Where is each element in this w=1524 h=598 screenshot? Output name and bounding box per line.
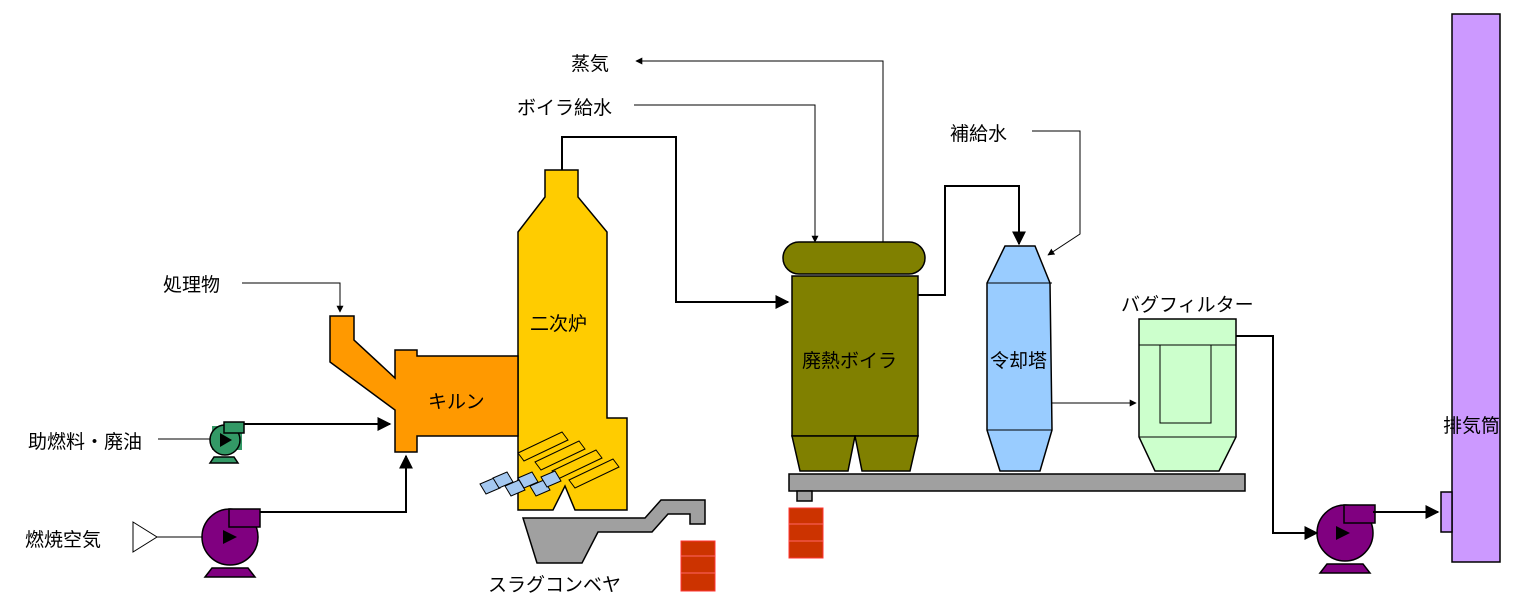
label-aux-fuel: 助燃料・廃油 [28, 431, 142, 453]
air-fan-arrow [223, 530, 237, 544]
slag-discharge [479, 470, 562, 497]
air-inlet-triangle [132, 521, 158, 553]
label-cooling-tower: 令却塔 [990, 350, 1047, 372]
secondary-furnace [517, 169, 628, 511]
label-waste-heat-boiler: 廃熱ボイラ [802, 350, 897, 372]
id-fan-arrow [1336, 526, 1350, 540]
label-steam: 蒸気 [571, 53, 609, 75]
label-combustion-air: 燃焼空気 [25, 529, 101, 551]
slag-conveyor [521, 499, 706, 564]
bag-filter [1138, 318, 1237, 472]
label-slag-conveyor: スラグコンベヤ [488, 574, 621, 596]
combustion-air-fan [201, 508, 261, 578]
label-kiln: キルン [428, 391, 485, 413]
exhaust-stack [1440, 13, 1501, 563]
dust-conveyor [788, 473, 1246, 502]
flow-lines [157, 57, 1440, 540]
label-waste-material: 処理物 [163, 274, 220, 296]
label-bag-filter: バグフィルター [1121, 294, 1254, 316]
induced-draft-fan [1316, 504, 1376, 574]
label-stack: 排気筒 [1443, 415, 1500, 437]
label-boiler-feed-water: ボイラ給水 [517, 97, 612, 119]
waste-heat-boiler [782, 241, 926, 472]
rotary-kiln [329, 315, 519, 453]
label-secondary-furnace: 二次炉 [530, 313, 587, 335]
screw-feeder [517, 431, 620, 489]
fuel-pump-arrow [220, 433, 232, 447]
ash-container-brick [680, 507, 824, 592]
label-makeup-water: 補給水 [950, 123, 1007, 145]
cooling-tower [986, 245, 1053, 472]
